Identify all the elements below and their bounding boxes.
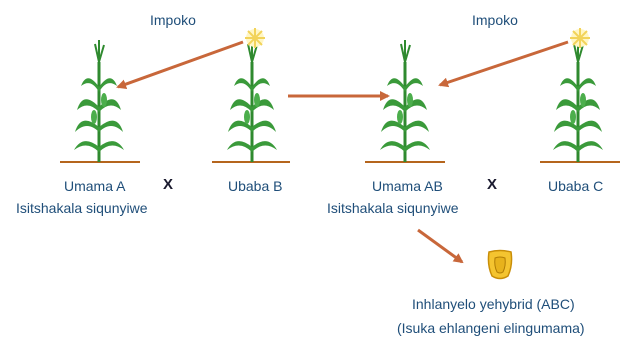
mother-ab-label: Umama AB (372, 178, 443, 194)
tassel-glow-icon (570, 28, 590, 48)
pollen-arrow (118, 42, 243, 87)
detasseled-label-left: Isitshakala siqunyiwe (16, 200, 148, 216)
tassel-glow-icon (245, 28, 265, 48)
maize-plant-icon (380, 40, 430, 162)
hybrid-seed-icon (488, 251, 511, 279)
pollen-arrow (440, 42, 568, 85)
hybrid-seed-origin-label: (Isuka ehlangeni elingumama) (397, 320, 585, 336)
maize-plant-icon (553, 40, 603, 162)
father-c-label: Ubaba C (548, 178, 603, 194)
hybrid-seed-label: Inhlanyelo yehybrid (ABC) (412, 296, 575, 312)
seed-arrow (418, 230, 462, 262)
cross-symbol-left: X (163, 176, 173, 193)
maize-plant-icon (74, 40, 124, 162)
cross-symbol-right: X (487, 176, 497, 193)
mother-a-label: Umama A (64, 178, 125, 194)
pollen-label-right: Impoko (472, 12, 518, 28)
maize-plant-icon (227, 40, 277, 162)
father-b-label: Ubaba B (228, 178, 282, 194)
pollen-label-left: Impoko (150, 12, 196, 28)
detasseled-label-right: Isitshakala siqunyiwe (327, 200, 459, 216)
